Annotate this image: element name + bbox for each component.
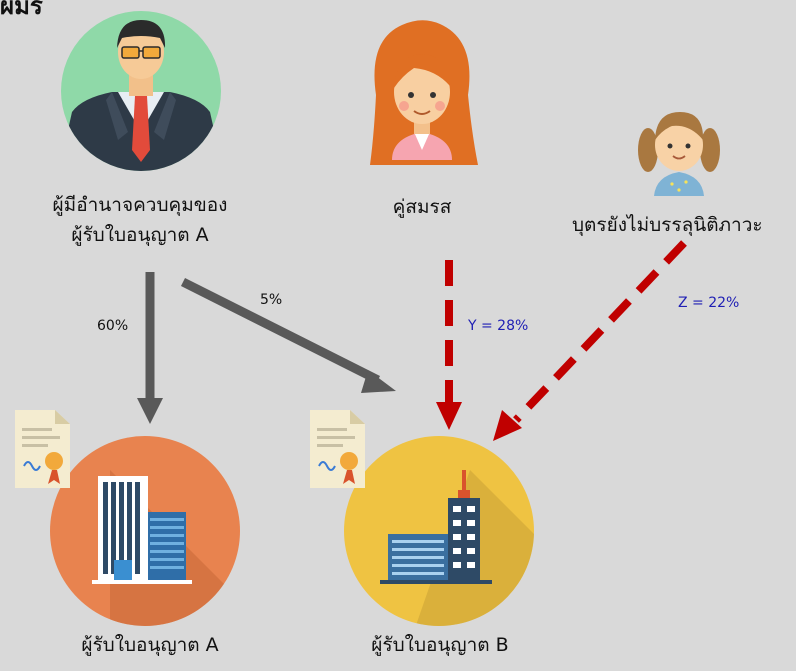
edge-label-60: 60% xyxy=(97,318,129,334)
certificate-icon xyxy=(310,410,365,488)
edge-label-z: Z = 22% xyxy=(678,295,740,311)
controller-label: ผู้มีอำนาจควบคุมของ ผู้รับใบอนุญาต A xyxy=(20,190,260,251)
page-title-fragment: ผมิร xyxy=(0,0,43,20)
woman-icon xyxy=(370,20,478,166)
arrow-controller-to-licensee-b xyxy=(180,277,396,393)
spouse-label: คู่สมรส xyxy=(392,196,452,218)
certificate-icon xyxy=(15,410,70,488)
licensee-a-label: ผู้รับใบอนุญาต A xyxy=(81,634,219,656)
girl-icon xyxy=(638,112,720,196)
office-building-icon xyxy=(50,436,240,626)
controller-label-line2: ผู้รับใบอนุญาต A xyxy=(71,224,209,247)
controller-label-line1: ผู้มีอำนาจควบคุมของ xyxy=(52,194,228,216)
edge-label-y: Y = 28% xyxy=(468,318,529,334)
arrow-spouse-to-licensee-b xyxy=(436,260,462,430)
arrow-controller-to-licensee-a xyxy=(137,272,163,424)
businessman-icon xyxy=(61,11,221,171)
office-building-icon xyxy=(344,436,534,626)
edge-label-5: 5% xyxy=(260,292,283,308)
child-label: บุตรยังไม่บรรลุนิติภาวะ xyxy=(572,214,763,236)
licensee-b-label: ผู้รับใบอนุญาต B xyxy=(371,634,509,656)
arrow-child-to-licensee-b xyxy=(493,240,687,441)
